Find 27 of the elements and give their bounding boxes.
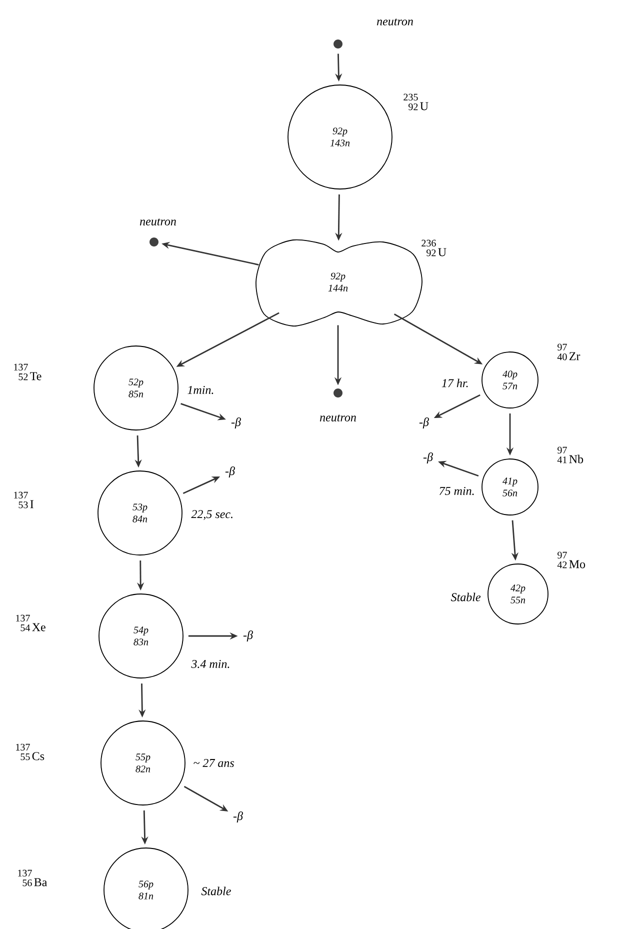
neutron-label: neutron: [320, 414, 356, 422]
half-life-label: 22,5 sec.: [191, 510, 232, 520]
half-life-label: 75 min.: [440, 486, 474, 496]
half-life-label: 1min.: [188, 386, 214, 394]
isotope-label: 97 42 Mo: [557, 552, 586, 568]
isotope-label: 137 53 I: [14, 492, 34, 508]
isotope-label: 137 52 Te: [14, 364, 42, 380]
isotope-label: 236 92 U: [422, 240, 446, 256]
neutron-label: neutron: [376, 18, 413, 26]
isotope-label: 137 54 Xe: [16, 614, 46, 632]
beta-label: -β: [243, 630, 253, 642]
beta-label: -β: [419, 418, 429, 428]
half-life-label: Stable: [201, 886, 231, 896]
isotope-label: 97 41 Nb: [557, 446, 584, 464]
half-life-label: 3.4 min.: [191, 660, 230, 668]
beta-label: -β: [231, 418, 241, 428]
neutron-label: neutron: [140, 218, 176, 226]
beta-label: -β: [225, 466, 235, 478]
half-life-label: ~ 27 ans: [194, 758, 234, 768]
isotope-label: 137 55 Cs: [16, 744, 44, 760]
half-life-label: 17 hr.: [442, 378, 468, 388]
beta-label: -β: [233, 812, 243, 822]
isotope-label: 97 40 Zr: [557, 344, 580, 360]
beta-label: -β: [423, 452, 433, 464]
isotope-label: 137 56 Ba: [18, 870, 48, 886]
isotope-label: 235 92 U: [404, 94, 428, 110]
half-life-label: Stable: [450, 592, 481, 602]
